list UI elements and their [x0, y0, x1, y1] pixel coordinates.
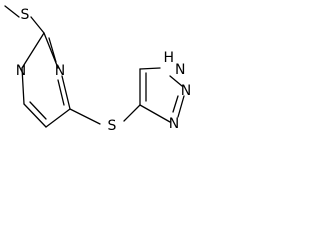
- bond-nh-n2: [169, 75, 183, 87]
- bond-n2-n3-inner: [172, 95, 179, 113]
- atom-linker-s: S: [108, 118, 117, 134]
- atom-triazole-nitrogen-low: N: [169, 116, 179, 132]
- atom-triazole-h: H: [163, 50, 174, 66]
- bond-n3-c4t: [139, 104, 171, 123]
- atom-methylthio-s: S: [21, 7, 30, 23]
- bond-c2-n3-inner: [48, 37, 57, 63]
- atom-triazole-nitrogen-mid: N: [181, 83, 191, 99]
- atom-triazole-nh: N: [175, 62, 185, 78]
- atom-ring-nitrogen-lower: N: [16, 63, 26, 79]
- bond-c4-n3-inner: [57, 79, 65, 106]
- bond-c6-c5: [23, 103, 47, 128]
- bond-n1-c6: [21, 67, 25, 105]
- bond-c6-c5-inner: [29, 101, 47, 120]
- bond-c5-c4: [45, 108, 71, 128]
- bond-s-c2: [30, 16, 45, 34]
- bond-methyl-s: [4, 5, 20, 18]
- bond-c5t-nh: [139, 67, 161, 70]
- bond-n2-n3: [177, 95, 185, 118]
- chemical-structure: S N N S H N N N: [4, 5, 191, 134]
- atom-ring-nitrogen-upper: N: [55, 63, 65, 79]
- bond-c4-s: [69, 108, 101, 125]
- bond-c4-n3: [61, 75, 71, 110]
- bond-s-triazole: [123, 104, 141, 122]
- bond-c2-n1: [21, 32, 45, 69]
